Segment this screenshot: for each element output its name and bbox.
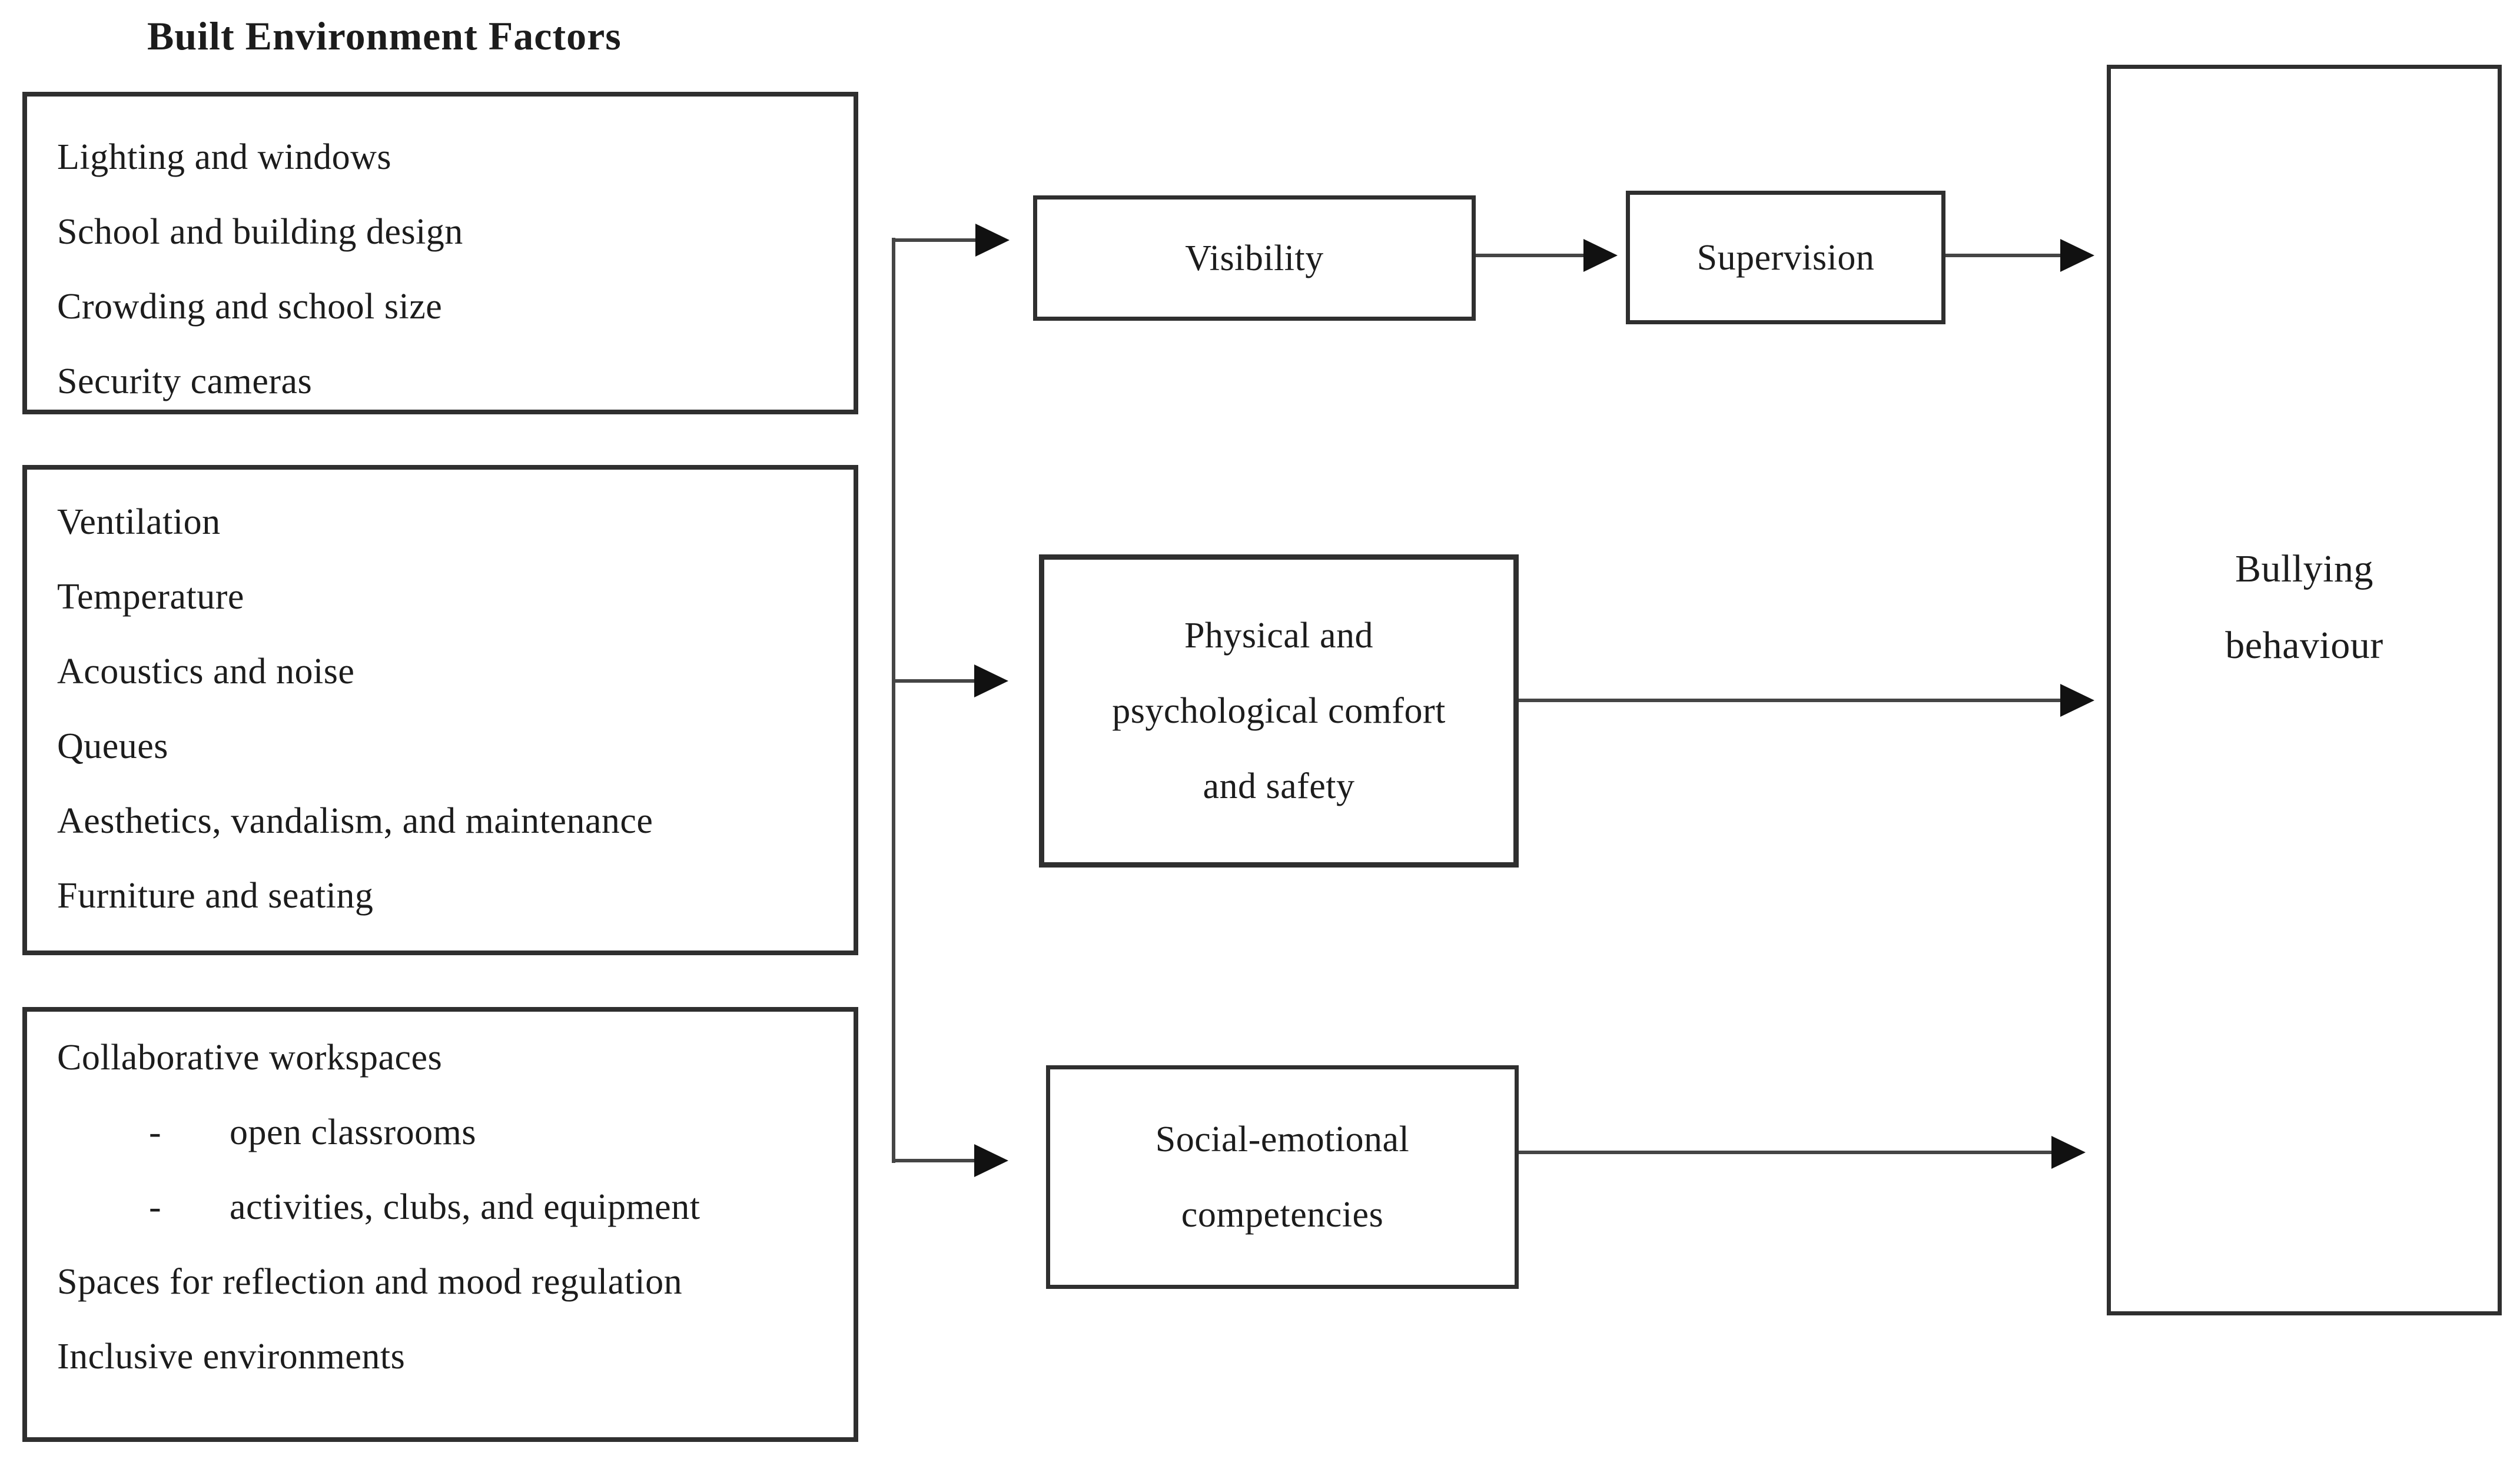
arrow-comfort-to-outcome-line — [1519, 699, 2061, 702]
factor-item: Lighting and windows — [57, 137, 391, 177]
factor-item: Queues — [57, 726, 168, 766]
supervision-node-label: Supervision — [1696, 237, 1875, 278]
comfort-safety-node-line: psychological comfort — [1112, 691, 1446, 731]
comfort-safety-node-line: Physical and — [1184, 616, 1374, 656]
factor-box-social-factors: Collaborative workspaces - open classroom… — [22, 1007, 858, 1442]
connector-branch-visibility-line — [892, 238, 979, 242]
list-dash: - — [149, 1112, 162, 1152]
factor-item: Inclusive environments — [57, 1337, 406, 1377]
arrowhead-to-comfort-icon — [974, 664, 1008, 697]
arrowhead-supervision-to-outcome-icon — [2060, 239, 2094, 272]
factor-item-sub-label: activities, clubs, and equipment — [230, 1187, 700, 1227]
factor-item: Aesthetics, vandalism, and maintenance — [57, 801, 653, 841]
bullying-behaviour-node: Bullying behaviour — [2107, 65, 2502, 1315]
diagram-title: Built Environment Factors — [147, 14, 622, 58]
factor-item: Furniture and seating — [57, 876, 374, 916]
arrowhead-to-social-icon — [974, 1144, 1008, 1177]
factor-item-sub: - activities, clubs, and equipment — [57, 1170, 854, 1245]
factor-item: Security cameras — [57, 361, 313, 401]
social-emotional-node-line: competencies — [1181, 1195, 1384, 1235]
factor-item: Spaces for reflection and mood regulatio… — [57, 1262, 683, 1302]
factor-item: School and building design — [57, 212, 463, 252]
visibility-node: Visibility — [1033, 195, 1476, 321]
factor-item: Crowding and school size — [57, 287, 443, 327]
comfort-safety-node-line: and safety — [1203, 766, 1355, 806]
connector-branch-comfort-line — [895, 679, 974, 683]
bullying-behaviour-node-line: behaviour — [2225, 624, 2383, 667]
social-emotional-node: Social-emotional competencies — [1046, 1065, 1519, 1289]
factor-item: Collaborative workspaces — [57, 1038, 443, 1078]
social-emotional-node-line: Social-emotional — [1155, 1119, 1410, 1159]
factor-item: Acoustics and noise — [57, 652, 355, 692]
comfort-safety-node: Physical and psychological comfort and s… — [1039, 554, 1519, 868]
arrowhead-social-to-outcome-icon — [2051, 1136, 2086, 1169]
arrow-supervision-to-outcome-line — [1945, 254, 2061, 257]
connector-branch-social-line — [895, 1159, 974, 1162]
list-dash: - — [149, 1187, 162, 1227]
factor-box-visibility-factors: Lighting and windows School and building… — [22, 92, 858, 414]
supervision-node: Supervision — [1626, 191, 1945, 324]
factor-item: Temperature — [57, 577, 244, 617]
arrow-social-to-outcome-line — [1519, 1151, 2053, 1154]
factor-item-sub: - open classrooms — [57, 1095, 854, 1170]
arrowhead-comfort-to-outcome-icon — [2060, 684, 2094, 717]
arrowhead-to-supervision-icon — [1583, 239, 1618, 272]
factor-item: Ventilation — [57, 502, 221, 542]
factor-item-sub-label: open classrooms — [230, 1112, 477, 1152]
bullying-behaviour-node-line: Bullying — [2235, 547, 2374, 590]
factor-box-comfort-factors: Ventilation Temperature Acoustics and no… — [22, 465, 858, 955]
arrowhead-to-visibility-icon — [975, 224, 1010, 257]
visibility-node-label: Visibility — [1185, 238, 1324, 278]
connector-trunk-line — [892, 238, 895, 1163]
arrow-visibility-to-supervision-line — [1476, 254, 1585, 257]
